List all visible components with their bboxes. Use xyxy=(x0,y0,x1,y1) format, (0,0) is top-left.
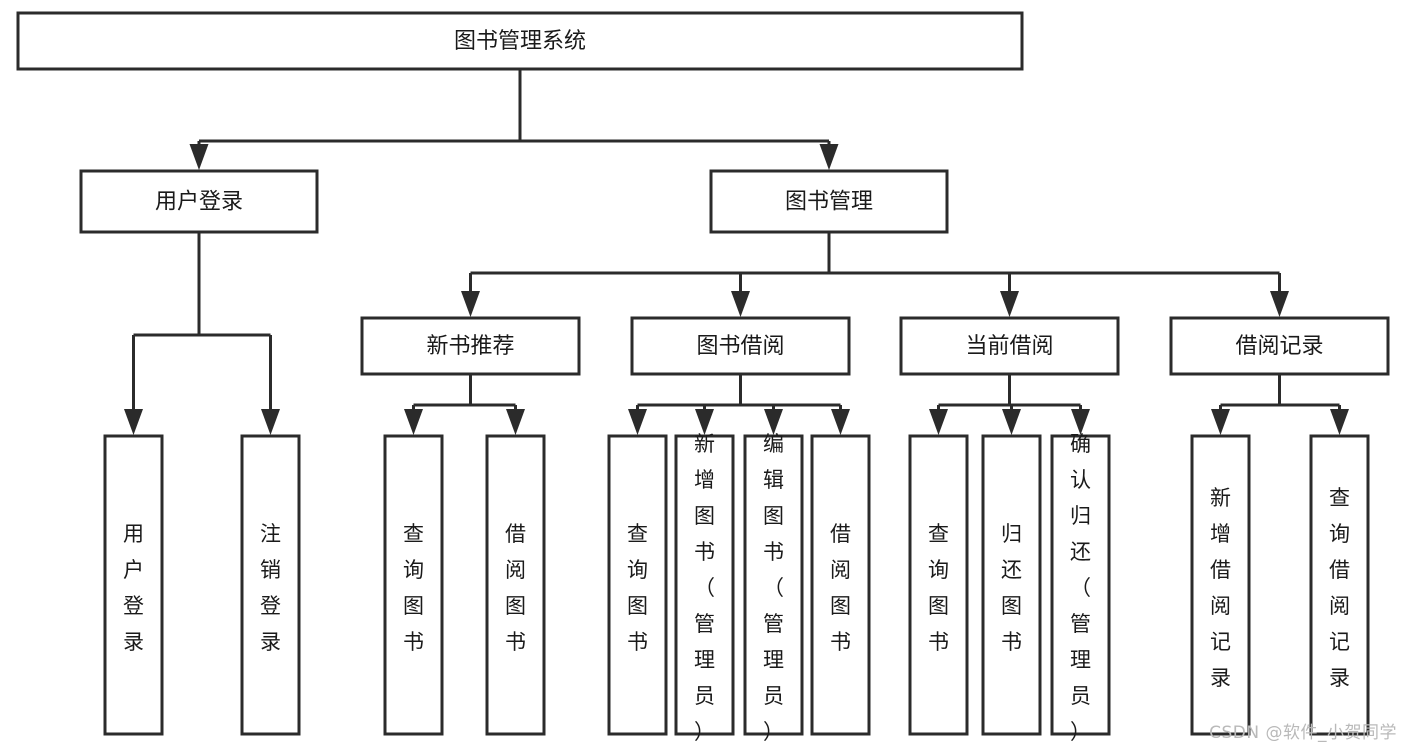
node-label-leaf-query-book-3: 查询图书 xyxy=(928,522,949,654)
arrowhead-book_manage xyxy=(819,144,839,170)
node-new-book-rec[interactable]: 新书推荐 xyxy=(360,316,581,376)
arrowhead-leaf_edit_book xyxy=(764,409,783,435)
node-leaf-confirm-return[interactable]: 确认归还（管理员） xyxy=(1050,432,1111,744)
node-leaf-add-record[interactable]: 新增借阅记录 xyxy=(1190,434,1251,736)
node-label-book-borrow: 图书借阅 xyxy=(696,334,784,359)
node-leaf-query-book-1[interactable]: 查询图书 xyxy=(383,434,444,736)
node-leaf-add-book[interactable]: 新增图书（管理员） xyxy=(674,432,735,744)
node-box-leaf-edit-book xyxy=(743,434,804,736)
node-label-leaf-add-book: 新增图书（管理员） xyxy=(694,432,715,744)
arrowhead-leaf_borrow_book_2 xyxy=(831,409,850,435)
node-box-book-manage xyxy=(709,169,949,234)
arrowhead-leaf_logout xyxy=(261,409,280,435)
node-label-leaf-query-book-2: 查询图书 xyxy=(627,522,648,654)
node-user-login[interactable]: 用户登录 xyxy=(79,169,319,234)
arrowhead-leaf_confirm_return xyxy=(1071,409,1090,435)
node-label-leaf-confirm-return: 确认归还（管理员） xyxy=(1070,432,1091,744)
node-label-leaf-borrow-book-2: 借阅图书 xyxy=(830,522,851,654)
edges-layer xyxy=(124,69,1349,435)
node-label-leaf-edit-book: 编辑图书（管理员） xyxy=(763,432,784,744)
node-label-new-book-rec: 新书推荐 xyxy=(426,334,514,359)
arrowhead-book_borrow xyxy=(731,291,750,317)
node-box-current-borrow xyxy=(899,316,1120,376)
node-current-borrow[interactable]: 当前借阅 xyxy=(899,316,1120,376)
node-box-root xyxy=(16,11,1024,71)
node-label-book-manage: 图书管理 xyxy=(785,190,873,215)
node-box-leaf-query-book-1 xyxy=(383,434,444,736)
node-leaf-logout[interactable]: 注销登录 xyxy=(240,434,301,736)
node-label-user-login: 用户登录 xyxy=(155,190,243,215)
node-label-leaf-user-login: 用户登录 xyxy=(123,522,144,654)
node-leaf-query-book-3[interactable]: 查询图书 xyxy=(908,434,969,736)
node-label-leaf-borrow-book-1: 借阅图书 xyxy=(505,522,526,654)
node-label-leaf-query-record: 查询借阅记录 xyxy=(1329,486,1350,690)
node-leaf-user-login[interactable]: 用户登录 xyxy=(103,434,164,736)
node-leaf-borrow-book-2[interactable]: 借阅图书 xyxy=(810,434,871,736)
node-borrow-record[interactable]: 借阅记录 xyxy=(1169,316,1390,376)
node-leaf-edit-book[interactable]: 编辑图书（管理员） xyxy=(743,432,804,744)
node-box-leaf-add-record xyxy=(1190,434,1251,736)
node-label-leaf-return-book: 归还图书 xyxy=(1001,522,1022,654)
node-label-leaf-add-record: 新增借阅记录 xyxy=(1210,486,1231,690)
arrowhead-leaf_add_book xyxy=(695,409,714,435)
node-leaf-query-book-2[interactable]: 查询图书 xyxy=(607,434,668,736)
arrowhead-new_book_rec xyxy=(461,291,480,317)
node-box-leaf-logout xyxy=(240,434,301,736)
node-leaf-query-record[interactable]: 查询借阅记录 xyxy=(1309,434,1370,736)
csdn-watermark: CSDN @软件_小贺同学 xyxy=(1209,723,1397,743)
node-box-leaf-return-book xyxy=(981,434,1042,736)
node-label-current-borrow: 当前借阅 xyxy=(965,334,1053,359)
arrowhead-leaf_user_login xyxy=(124,409,143,435)
node-box-leaf-borrow-book-1 xyxy=(485,434,546,736)
node-box-leaf-confirm-return xyxy=(1050,434,1111,736)
node-book-manage[interactable]: 图书管理 xyxy=(709,169,949,234)
node-label-leaf-query-book-1: 查询图书 xyxy=(403,522,424,654)
node-box-borrow-record xyxy=(1169,316,1390,376)
node-box-leaf-add-book xyxy=(674,434,735,736)
node-box-user-login xyxy=(79,169,319,234)
node-box-book-borrow xyxy=(630,316,851,376)
arrowhead-borrow_record xyxy=(1270,291,1289,317)
arrowhead-leaf_query_book_2 xyxy=(628,409,647,435)
node-box-leaf-borrow-book-2 xyxy=(810,434,871,736)
arrowhead-leaf_query_book_3 xyxy=(929,409,948,435)
arrowhead-leaf_query_record xyxy=(1330,409,1349,435)
node-box-leaf-query-book-2 xyxy=(607,434,668,736)
node-label-leaf-logout: 注销登录 xyxy=(260,522,281,654)
node-box-leaf-query-book-3 xyxy=(908,434,969,736)
node-label-borrow-record: 借阅记录 xyxy=(1235,334,1323,359)
arrowhead-leaf_borrow_book_1 xyxy=(506,409,525,435)
node-box-new-book-rec xyxy=(360,316,581,376)
nodes-layer: 图书管理系统用户登录图书管理新书推荐图书借阅当前借阅借阅记录用户登录注销登录查询… xyxy=(16,11,1390,744)
node-box-leaf-query-record xyxy=(1309,434,1370,736)
node-leaf-borrow-book-1[interactable]: 借阅图书 xyxy=(485,434,546,736)
arrowhead-current_borrow xyxy=(1000,291,1019,317)
arrowhead-leaf_return_book xyxy=(1002,409,1021,435)
node-leaf-return-book[interactable]: 归还图书 xyxy=(981,434,1042,736)
node-root[interactable]: 图书管理系统 xyxy=(16,11,1024,71)
arrowhead-leaf_query_book_1 xyxy=(404,409,423,435)
arrowhead-leaf_add_record xyxy=(1211,409,1230,435)
arrowhead-user_login xyxy=(189,144,209,170)
node-book-borrow[interactable]: 图书借阅 xyxy=(630,316,851,376)
node-label-root: 图书管理系统 xyxy=(454,29,586,54)
node-box-leaf-user-login xyxy=(103,434,164,736)
